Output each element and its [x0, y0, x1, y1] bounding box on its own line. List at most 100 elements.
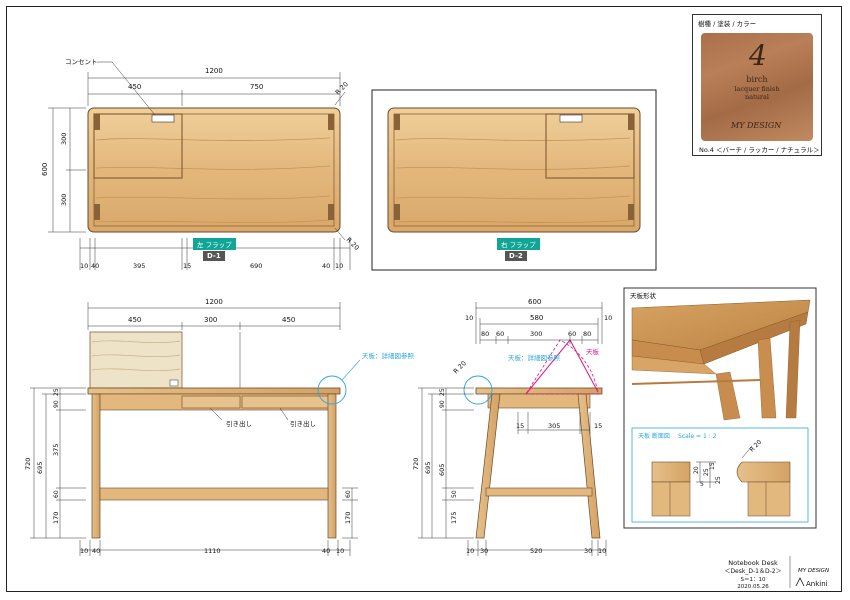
side-top-dim: 300	[530, 330, 542, 338]
front-left-dim: 25	[53, 388, 60, 396]
d1-dim-left: 450	[128, 83, 141, 91]
side-left-dim: 25	[439, 388, 446, 396]
front-dim-total: 1200	[205, 298, 223, 306]
d1-top-surface	[87, 107, 341, 233]
material-number: 4	[749, 39, 767, 72]
title-date: 2020.05.26	[737, 584, 769, 590]
side-top	[475, 387, 603, 395]
front-elevation: 天板：詳細図参照 引き出し 引き出し	[24, 298, 415, 556]
front-left-dim: 170	[52, 512, 60, 524]
d1-outlet-label: コンセント	[65, 58, 98, 66]
front-drawer-a	[181, 395, 241, 409]
front-bottom-dim: 1110	[204, 547, 221, 555]
d1-bottom-dim: 395	[133, 262, 145, 270]
plan-view-d1: コンセント 1200 450 750 R 20 R 20 600 300 300…	[41, 58, 361, 270]
front-bottom-dim: 40	[92, 547, 100, 555]
front-left-dim: 375	[52, 444, 60, 456]
front-left-dims: 720 695 25 90 375 60 170	[24, 388, 60, 524]
front-detail-callout	[317, 375, 347, 405]
d1-bottom-dim: 10	[335, 262, 343, 270]
side-mid-dim: 15	[516, 422, 524, 430]
side-left-dim: 720	[412, 458, 420, 470]
d2-flap-outline	[545, 113, 635, 179]
d2-flap-tag: 右 フラップ	[497, 238, 540, 250]
side-left-edge: 10	[465, 314, 473, 322]
d1-dim-right: 750	[250, 83, 263, 91]
d2-outlet	[559, 114, 583, 123]
side-bottom-dim: 10	[466, 547, 474, 555]
side-leg-back	[577, 393, 601, 539]
side-detail-note: 天板：詳細図参照	[508, 353, 561, 362]
d2-id-tag: D-2	[505, 251, 527, 261]
detail-section-label: 天板 断面図	[638, 432, 670, 440]
side-corner: R 20	[452, 359, 468, 375]
side-flap-swing	[525, 339, 599, 395]
side-bottom-dim: 30	[480, 547, 488, 555]
detail-dim: 5	[700, 481, 704, 488]
side-bottom-dim: 30	[584, 547, 592, 555]
side-left-dims: 720 695 25 90 605 50 175	[412, 388, 458, 524]
d1-outlet	[151, 114, 175, 123]
detail-panel: 天板形状 天板 断面図 Scale = 1 : 2	[623, 287, 817, 529]
front-left-dim: 60	[53, 490, 60, 498]
side-detail-callout	[463, 375, 493, 405]
detail-perspective-render	[631, 299, 811, 421]
d1-corner-top: R 20	[334, 80, 350, 96]
side-top-dims: 80 60 300 60 80	[481, 330, 591, 338]
title-brand-logo: MY DESIGN	[798, 568, 829, 574]
side-mid-dims: 15 305 15	[516, 422, 602, 430]
front-leg-right	[327, 393, 337, 539]
d1-dim-total: 1200	[205, 67, 223, 75]
front-top	[87, 387, 341, 395]
side-mid-dim: 305	[548, 422, 560, 430]
d1-bottom-dim: 40	[322, 262, 330, 270]
detail-dim: 25	[715, 476, 722, 484]
title-scale: S＝1：10	[741, 577, 766, 583]
d1-bottom-dims: 10 40 395 15 690 40 10	[80, 262, 343, 270]
side-dim-inner: 580	[530, 314, 543, 322]
material-code: No.4 ＜バーチ / ラッカー / ナチュラル＞	[699, 146, 820, 154]
side-left-dim: 90	[439, 400, 446, 408]
d1-bottom-dim: 10	[80, 262, 88, 270]
front-left-dim: 695	[36, 462, 44, 474]
material-color: natural	[745, 93, 769, 101]
front-drawer-a-label: 引き出し	[226, 419, 252, 428]
side-top-dim: 80	[481, 330, 489, 338]
detail-dim: 20	[693, 466, 700, 474]
side-stretcher	[485, 487, 593, 497]
title-product: Notebook Desk	[728, 559, 778, 567]
detail-dim: 25	[703, 468, 710, 476]
title-model: ＜Desk_D-1＆D-2＞	[724, 568, 781, 575]
detail-shape-label: 天板形状	[630, 291, 657, 300]
front-right-dim: 170	[344, 512, 352, 524]
front-bottom-dim: 10	[80, 547, 88, 555]
d1-bottom-dim: 690	[250, 262, 262, 270]
plan-view-d2	[387, 107, 641, 233]
side-left-dim: 175	[450, 512, 458, 524]
side-top-dim: 60	[496, 330, 504, 338]
side-apron	[487, 393, 591, 409]
side-mid-dim: 15	[594, 422, 602, 430]
side-leg-front	[475, 393, 501, 539]
side-left-dim: 695	[424, 462, 432, 474]
d2-frame	[371, 89, 657, 271]
detail-dim: 15	[709, 462, 716, 470]
front-leg-left	[91, 393, 101, 539]
side-right-edge: 10	[604, 314, 612, 322]
material-swatch: 4 birch lacquer finish natural MY DESIGN	[701, 33, 813, 141]
side-left-dim: 50	[451, 490, 458, 498]
d1-dim-depth: 600	[41, 163, 49, 176]
material-logo: MY DESIGN	[731, 121, 782, 130]
material-finish: lacquer finish	[734, 85, 780, 93]
detail-section-square	[651, 461, 691, 483]
material-header: 樹種 / 塗装 / カラー	[698, 20, 757, 28]
material-sample-card: 樹種 / 塗装 / カラー 4 birch lacquer finish nat…	[692, 14, 822, 156]
side-dim-total: 600	[528, 298, 541, 306]
front-dim-a: 450	[128, 316, 141, 324]
front-dim-c: 450	[282, 316, 295, 324]
front-raised-flap	[89, 331, 183, 389]
d1-dim-depth-a: 300	[60, 133, 68, 145]
d1-flap-tag: 左 フラップ	[193, 238, 236, 250]
front-bottom-dim: 40	[322, 547, 330, 555]
